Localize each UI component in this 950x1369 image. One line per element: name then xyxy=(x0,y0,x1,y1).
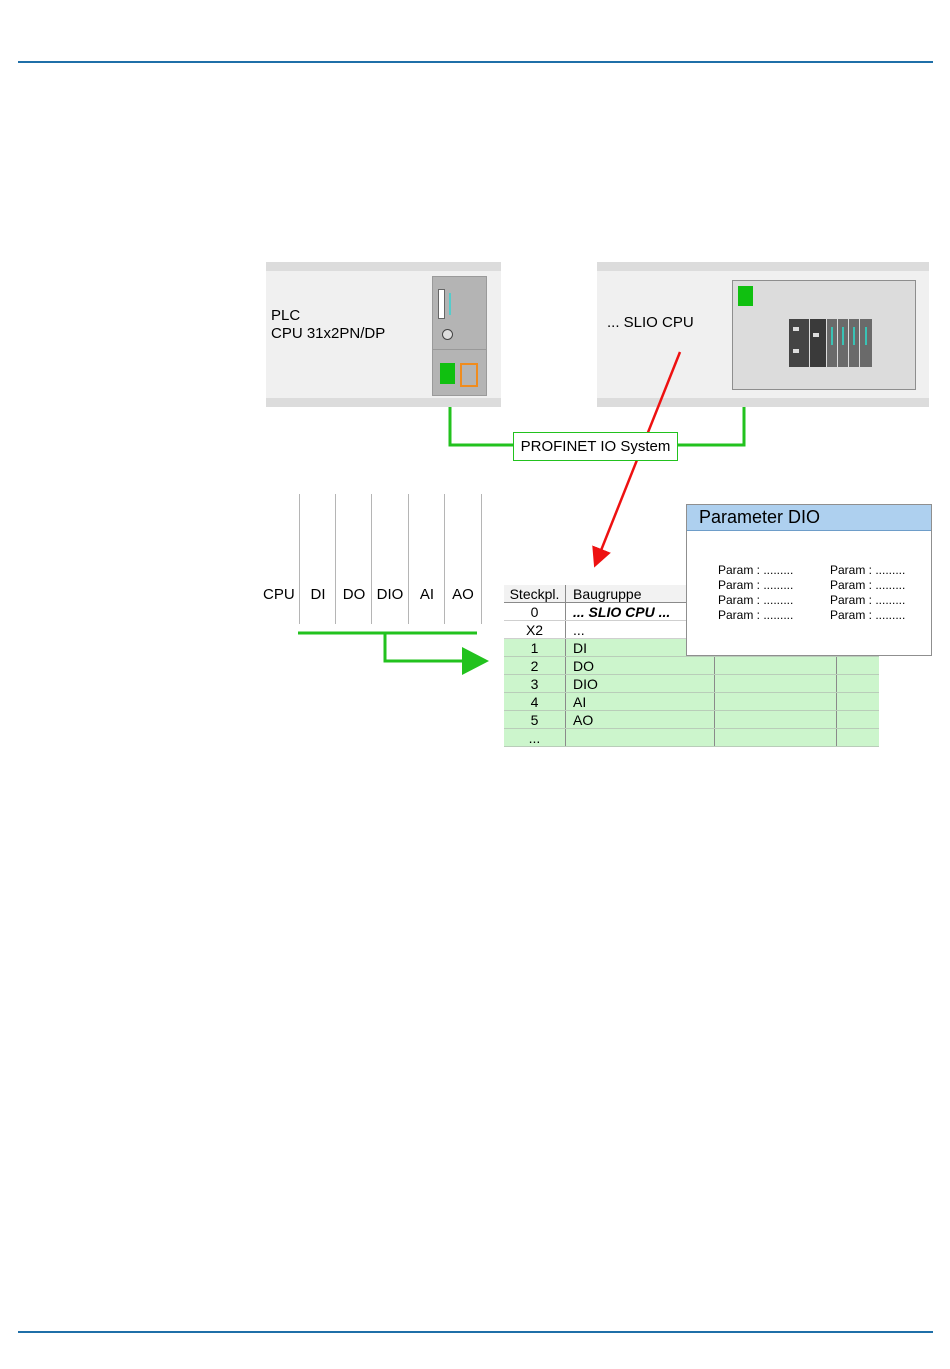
rack-slot-ao-label: AO xyxy=(452,586,474,603)
rack-slot-ai-label: AI xyxy=(419,586,435,603)
mode-switch-icon xyxy=(442,329,453,340)
param-left-3: Param : ......... xyxy=(718,593,794,607)
slot-cell: ... xyxy=(504,728,566,747)
rack-slot-4[interactable]: AI xyxy=(408,494,445,624)
rack-slot-5[interactable]: AO xyxy=(444,494,482,624)
table-row[interactable]: ... xyxy=(504,728,879,747)
profinet-label-box[interactable]: PROFINET IO System xyxy=(513,432,678,461)
profinet-line-left xyxy=(448,407,514,447)
profinet-line-right xyxy=(676,407,746,447)
module-cell: AI xyxy=(565,692,715,711)
module-cell xyxy=(565,728,715,747)
rack-slot-3[interactable]: DIO xyxy=(371,494,408,624)
orange-port-icon xyxy=(460,363,478,387)
param-right-1: Param : ......... xyxy=(830,563,906,577)
rack-cpu-slot[interactable]: CPU xyxy=(263,494,299,624)
plc-label: PLC xyxy=(271,307,301,324)
slot-cell: 3 xyxy=(504,674,566,693)
slot-cell: 5 xyxy=(504,710,566,729)
param-left-4: Param : ......... xyxy=(718,608,794,622)
module-cell: DO xyxy=(565,656,715,675)
param-right-4: Param : ......... xyxy=(830,608,906,622)
profinet-label: PROFINET IO System xyxy=(520,438,671,455)
plc-cpu-label: CPU 31x2PN/DP xyxy=(271,325,386,342)
module-cell: AO xyxy=(565,710,715,729)
plc-device[interactable] xyxy=(432,276,487,396)
param-left-1: Param : ......... xyxy=(718,563,794,577)
slio-status-led xyxy=(738,286,753,306)
module-cell: ... SLIO CPU ... xyxy=(565,602,715,621)
slio-device-frame[interactable] xyxy=(732,280,916,390)
slot-cell: X2 xyxy=(504,620,566,639)
module-cell: DIO xyxy=(565,674,715,693)
column-header-slot: Steckpl. xyxy=(504,585,566,603)
slio-module-picture xyxy=(789,319,875,369)
rack-to-table-arrowhead xyxy=(462,647,489,675)
parameter-dialog-title: Parameter DIO xyxy=(687,505,931,531)
param-right-2: Param : ......... xyxy=(830,578,906,592)
slot-cell: 0 xyxy=(504,602,566,621)
table-row[interactable]: 3 DIO xyxy=(504,674,879,693)
module-cell: DI xyxy=(565,638,715,657)
rack-to-table-arrow-line xyxy=(383,633,462,663)
led-indicator xyxy=(449,293,451,315)
param-left-2: Param : ......... xyxy=(718,578,794,592)
table-row[interactable]: 2 DO xyxy=(504,656,879,675)
table-row[interactable]: 4 AI xyxy=(504,692,879,711)
top-rule xyxy=(18,61,933,63)
led-strip xyxy=(438,289,445,319)
slot-cell: 4 xyxy=(504,692,566,711)
slot-cell: 1 xyxy=(504,638,566,657)
bottom-rule xyxy=(18,1331,933,1333)
rack-slot-di-label: DI xyxy=(310,586,326,603)
rack-slot-cpu: CPU xyxy=(263,586,295,603)
rack-slot-dio-label: DIO xyxy=(376,586,404,603)
rack-slot-1[interactable]: DI xyxy=(299,494,336,624)
module-divider xyxy=(433,349,486,350)
slot-cell: 2 xyxy=(504,656,566,675)
green-port-icon xyxy=(440,363,455,384)
slio-label: ... SLIO CPU xyxy=(607,314,694,331)
parameter-dialog[interactable]: Parameter DIO Param : ......... Param : … xyxy=(686,504,932,656)
column-header-module: Baugruppe xyxy=(565,585,715,603)
config-table: Steckpl. Baugruppe 0 ... SLIO CPU ... X2… xyxy=(504,585,879,747)
module-cell: ... xyxy=(565,620,715,639)
table-row[interactable]: 5 AO xyxy=(504,710,879,729)
rack-slot-2[interactable]: DO xyxy=(335,494,372,624)
param-right-3: Param : ......... xyxy=(830,593,906,607)
rack-slot-do-label: DO xyxy=(342,586,366,603)
